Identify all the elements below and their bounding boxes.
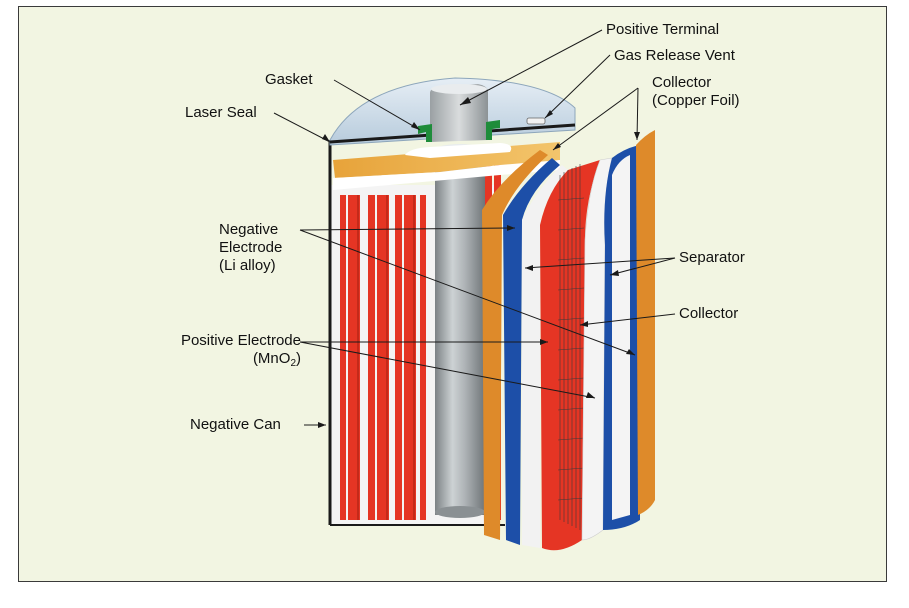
- positive-terminal: [430, 84, 488, 142]
- label-gasket: Gasket: [265, 71, 313, 89]
- unwound-layers: [482, 130, 655, 551]
- cap-insulator: [333, 142, 560, 190]
- label-positive-terminal: Positive Terminal: [606, 21, 719, 39]
- gasket-text: Gasket: [265, 71, 313, 88]
- negative-electrode-line1: Negative: [219, 221, 279, 238]
- leader-lines: [273, 29, 676, 426]
- collector-copper-foil-line1: Collector: [652, 74, 712, 91]
- positive-electrode-close-paren: ): [296, 350, 301, 367]
- label-negative-electrode: Negative Electrode (Li alloy): [219, 221, 282, 275]
- negative-electrode-line2: Electrode: [219, 239, 283, 256]
- label-laser-seal: Laser Seal: [185, 104, 257, 122]
- gasket: [418, 120, 500, 142]
- gas-release-vent-text: Gas Release Vent: [614, 47, 735, 64]
- leader-arrowheads: [318, 97, 640, 428]
- gas-release-vent: [526, 117, 546, 125]
- negative-electrode-line3: (Li alloy): [219, 257, 276, 274]
- separator-text: Separator: [679, 249, 745, 266]
- center-pin: [435, 144, 485, 518]
- positive-electrode-subscript: 2: [290, 358, 296, 369]
- label-negative-can: Negative Can: [190, 416, 281, 434]
- label-collector-copper-foil: Collector (Copper Foil): [652, 74, 740, 110]
- collector-text: Collector: [679, 305, 739, 322]
- positive-electrode-line2: (MnO2): [151, 350, 301, 370]
- negative-can-text: Negative Can: [190, 416, 281, 433]
- positive-electrode-formula: (MnO: [252, 350, 291, 367]
- label-separator: Separator: [679, 249, 745, 267]
- label-collector: Collector: [679, 305, 738, 323]
- collector-copper-foil-line2: (Copper Foil): [652, 92, 740, 109]
- positive-terminal-text: Positive Terminal: [606, 21, 720, 38]
- positive-electrode-line1: Positive Electrode: [180, 332, 301, 349]
- copper-foil-mesh: [557, 164, 585, 530]
- laser-seal-text: Laser Seal: [185, 104, 257, 121]
- label-gas-release-vent: Gas Release Vent: [614, 47, 735, 65]
- label-positive-electrode: Positive Electrode (MnO2): [151, 332, 301, 370]
